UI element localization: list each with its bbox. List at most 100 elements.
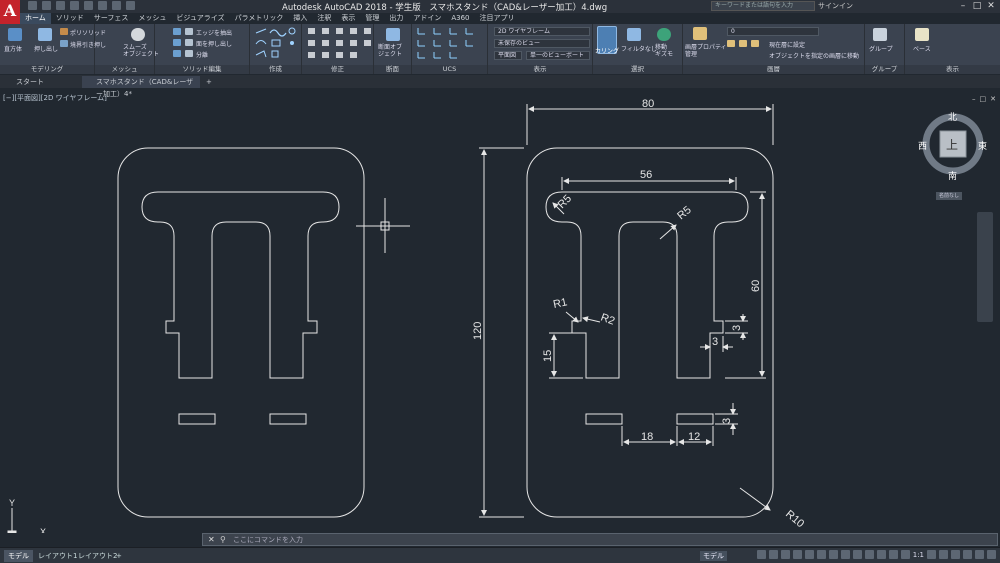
panel-label-selection[interactable]: 選択 bbox=[593, 65, 682, 74]
file-tab-drawing[interactable]: スマホスタンド（CAD&レーザー加工）4* bbox=[82, 76, 200, 98]
left-pi-shape[interactable] bbox=[141, 191, 340, 379]
section-plane-button[interactable]: 断面オブ ジェクト bbox=[378, 44, 403, 58]
ribbon-tab[interactable]: 注釈 bbox=[317, 14, 332, 22]
panel-label-layers[interactable]: 画層 bbox=[683, 65, 864, 74]
leader-r1[interactable] bbox=[565, 311, 579, 323]
viewcube-west[interactable]: 西 bbox=[918, 142, 928, 152]
separate-icon[interactable] bbox=[185, 50, 193, 57]
modify-tools-icons[interactable] bbox=[302, 24, 374, 64]
viewport-controls-label[interactable]: [−][平面図][2D ワイヤフレーム] bbox=[3, 94, 107, 102]
dimension-bar-56[interactable] bbox=[561, 177, 737, 190]
extrude-faces-button[interactable]: 面を押し出し bbox=[196, 41, 233, 48]
leader-r10[interactable] bbox=[739, 487, 771, 511]
dimension-slot-18[interactable] bbox=[621, 426, 678, 446]
base-view-icon[interactable] bbox=[915, 28, 929, 41]
close-icon[interactable]: ✕ bbox=[987, 1, 995, 11]
save-icon[interactable] bbox=[56, 1, 65, 10]
grid-icon[interactable] bbox=[756, 550, 766, 559]
separate-button[interactable]: 分離 bbox=[196, 52, 209, 59]
viewport-config-dropdown[interactable]: 単一のビューポート bbox=[526, 51, 590, 60]
ribbon-tab[interactable]: 管理 bbox=[365, 14, 380, 22]
smooth-object-icon[interactable] bbox=[131, 28, 145, 41]
annotation-scale[interactable]: 1:1 bbox=[912, 550, 924, 559]
object-snap-icon[interactable] bbox=[816, 550, 826, 559]
panel-label-views[interactable]: 表示 bbox=[905, 65, 1000, 74]
panel-label-groups[interactable]: グループ bbox=[865, 65, 904, 74]
annotation-visibility-icon[interactable] bbox=[900, 550, 910, 559]
ribbon-tab[interactable]: ビジュアライズ bbox=[176, 14, 225, 22]
move-to-layer-button[interactable]: オブジェクトを指定の画層に移動 bbox=[769, 53, 860, 60]
polysolid-button[interactable]: ポリソリッド bbox=[70, 30, 107, 37]
polysolid-icon[interactable] bbox=[60, 28, 68, 35]
layer-properties-icon[interactable] bbox=[693, 27, 707, 40]
layout-tab-model[interactable]: モデル bbox=[4, 550, 33, 562]
dimension-height-120[interactable] bbox=[479, 147, 524, 518]
gizmo-icon[interactable] bbox=[888, 550, 898, 559]
transparency-icon[interactable] bbox=[840, 550, 850, 559]
viewcube[interactable]: 北 南 西 東 上 名前なし bbox=[918, 110, 990, 200]
polar-icon[interactable] bbox=[792, 550, 802, 559]
web-icon[interactable] bbox=[84, 1, 93, 10]
dimension-slot-height-3[interactable] bbox=[715, 403, 738, 435]
draw-tools-icons[interactable] bbox=[250, 24, 302, 64]
signin-button[interactable]: サインイン bbox=[818, 2, 853, 10]
subtract-icon[interactable] bbox=[173, 39, 181, 46]
hardware-acceleration-icon[interactable] bbox=[963, 550, 972, 559]
maximize-icon[interactable]: □ bbox=[972, 1, 982, 11]
box-icon[interactable] bbox=[8, 28, 22, 41]
layer-tool-icon[interactable] bbox=[727, 40, 735, 47]
dynamic-ucs-icon[interactable] bbox=[876, 550, 886, 559]
panel-label-view[interactable]: 表示 bbox=[488, 65, 592, 74]
layer-tool-icon[interactable] bbox=[751, 40, 759, 47]
base-view-button[interactable]: ベース bbox=[913, 46, 931, 53]
layer-dropdown[interactable]: 0 bbox=[727, 27, 819, 36]
plus-icon[interactable] bbox=[939, 550, 948, 559]
selection-cycling-icon[interactable] bbox=[852, 550, 862, 559]
panel-label-modeling[interactable]: モデリング bbox=[0, 65, 94, 74]
dimension-width-80[interactable] bbox=[526, 104, 774, 145]
clean-screen-icon[interactable] bbox=[975, 550, 984, 559]
redo-icon[interactable] bbox=[126, 1, 135, 10]
new-tab-button[interactable]: + bbox=[206, 78, 212, 86]
panel-label-mesh[interactable]: メッシュ bbox=[95, 65, 154, 74]
isolate-icon[interactable] bbox=[951, 550, 960, 559]
dimension-slot-12[interactable] bbox=[678, 426, 714, 446]
left-outer-outline[interactable] bbox=[117, 147, 365, 518]
saved-view-dropdown[interactable]: 未保存のビュー bbox=[494, 39, 590, 48]
extrude-icon[interactable] bbox=[38, 28, 52, 41]
plane-view-dropdown[interactable]: 平面図 bbox=[494, 51, 522, 60]
command-line-customize-icon[interactable]: ⚲ bbox=[220, 535, 226, 544]
new-icon[interactable] bbox=[28, 1, 37, 10]
right-slot[interactable] bbox=[585, 413, 623, 425]
move-gizmo-icon[interactable] bbox=[657, 28, 671, 41]
lineweight-icon[interactable] bbox=[828, 550, 838, 559]
ortho-icon[interactable] bbox=[780, 550, 790, 559]
application-menu-button[interactable]: A bbox=[0, 0, 20, 24]
leader-r5-right[interactable] bbox=[659, 224, 677, 240]
open-icon[interactable] bbox=[42, 1, 51, 10]
group-button[interactable]: グループ bbox=[869, 46, 893, 53]
right-pi-shape[interactable] bbox=[545, 191, 749, 379]
group-icon[interactable] bbox=[873, 28, 887, 41]
close-icon[interactable]: ✕ bbox=[990, 95, 996, 103]
viewcube-east[interactable]: 東 bbox=[978, 142, 988, 152]
move-gizmo-button[interactable]: 移動 ギズモ bbox=[655, 44, 674, 58]
ribbon-tab[interactable]: メッシュ bbox=[138, 14, 167, 22]
filter-icon[interactable] bbox=[627, 28, 641, 41]
box-button[interactable]: 直方体 bbox=[4, 46, 23, 53]
left-slot[interactable] bbox=[269, 413, 307, 425]
right-outer-outline[interactable] bbox=[526, 147, 774, 518]
dimension-height-60[interactable] bbox=[725, 191, 766, 379]
ribbon-tab[interactable]: ソリッド bbox=[55, 14, 84, 22]
wcs-menu[interactable]: 名前なし bbox=[936, 192, 962, 200]
ucs-tools-icons[interactable] bbox=[412, 24, 488, 64]
smooth-object-button[interactable]: スムーズ オブジェクト bbox=[123, 44, 160, 58]
extrude-faces-icon[interactable] bbox=[185, 39, 193, 46]
section-plane-icon[interactable] bbox=[386, 28, 400, 41]
presspull-button[interactable]: 境界引き押し bbox=[70, 42, 107, 49]
right-slot[interactable] bbox=[676, 413, 714, 425]
ribbon-tab[interactable]: パラメトリック bbox=[234, 14, 284, 22]
ribbon-tab[interactable]: 注目アプリ bbox=[479, 14, 515, 22]
viewcube-north[interactable]: 北 bbox=[948, 113, 958, 123]
extract-edges-button[interactable]: エッジを抽出 bbox=[196, 30, 233, 37]
